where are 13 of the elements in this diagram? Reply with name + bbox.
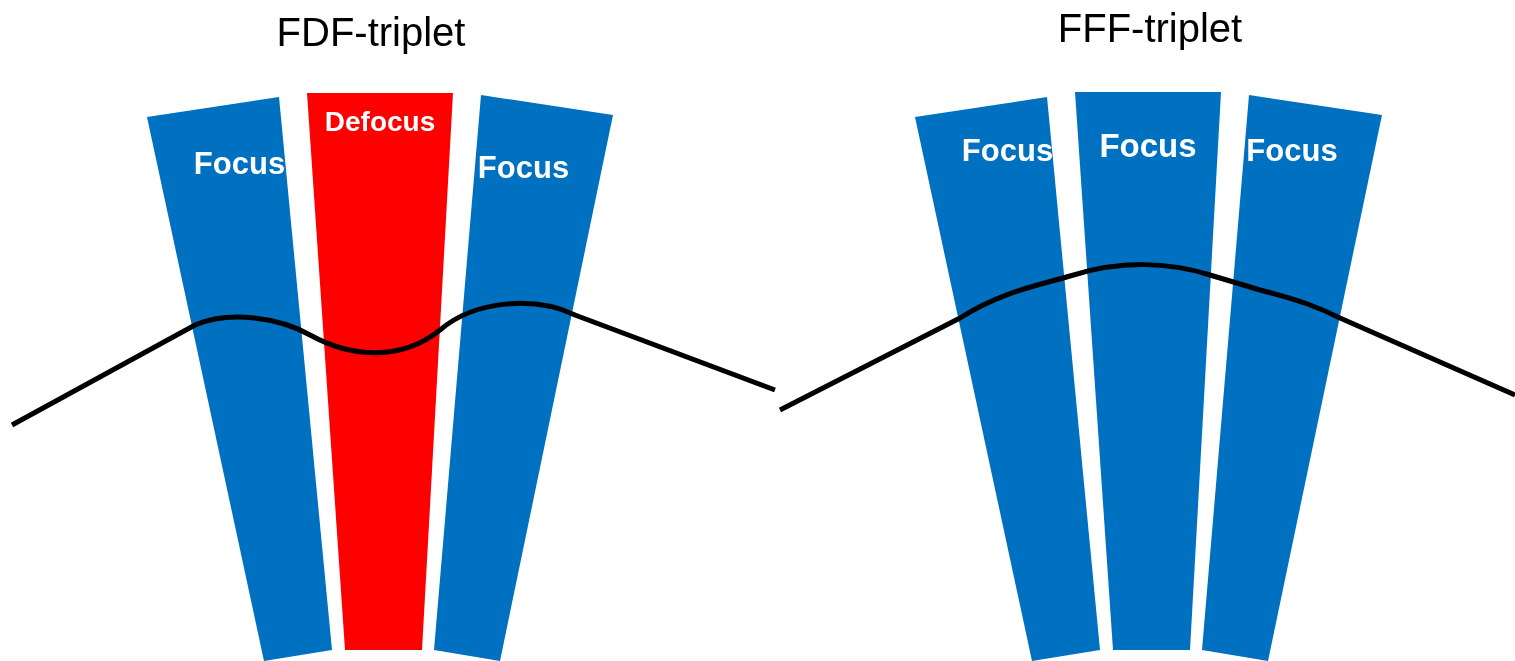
segment-label: Focus [476, 151, 571, 183]
segment-label: Focus [192, 147, 287, 179]
magnet-segment [1075, 92, 1221, 650]
panel-title: FFF-triplet [1057, 8, 1243, 48]
segment-label: Focus [1098, 128, 1198, 162]
segment-label: Focus [960, 134, 1055, 166]
magnet-segment [1202, 95, 1382, 661]
panel-title: FDF-triplet [276, 12, 466, 52]
magnet-segment [915, 97, 1100, 661]
segment-label: Focus [1245, 134, 1339, 166]
segment-label: Defocus [323, 108, 437, 136]
magnet-segment [307, 93, 453, 650]
magnet-segment [434, 95, 613, 661]
